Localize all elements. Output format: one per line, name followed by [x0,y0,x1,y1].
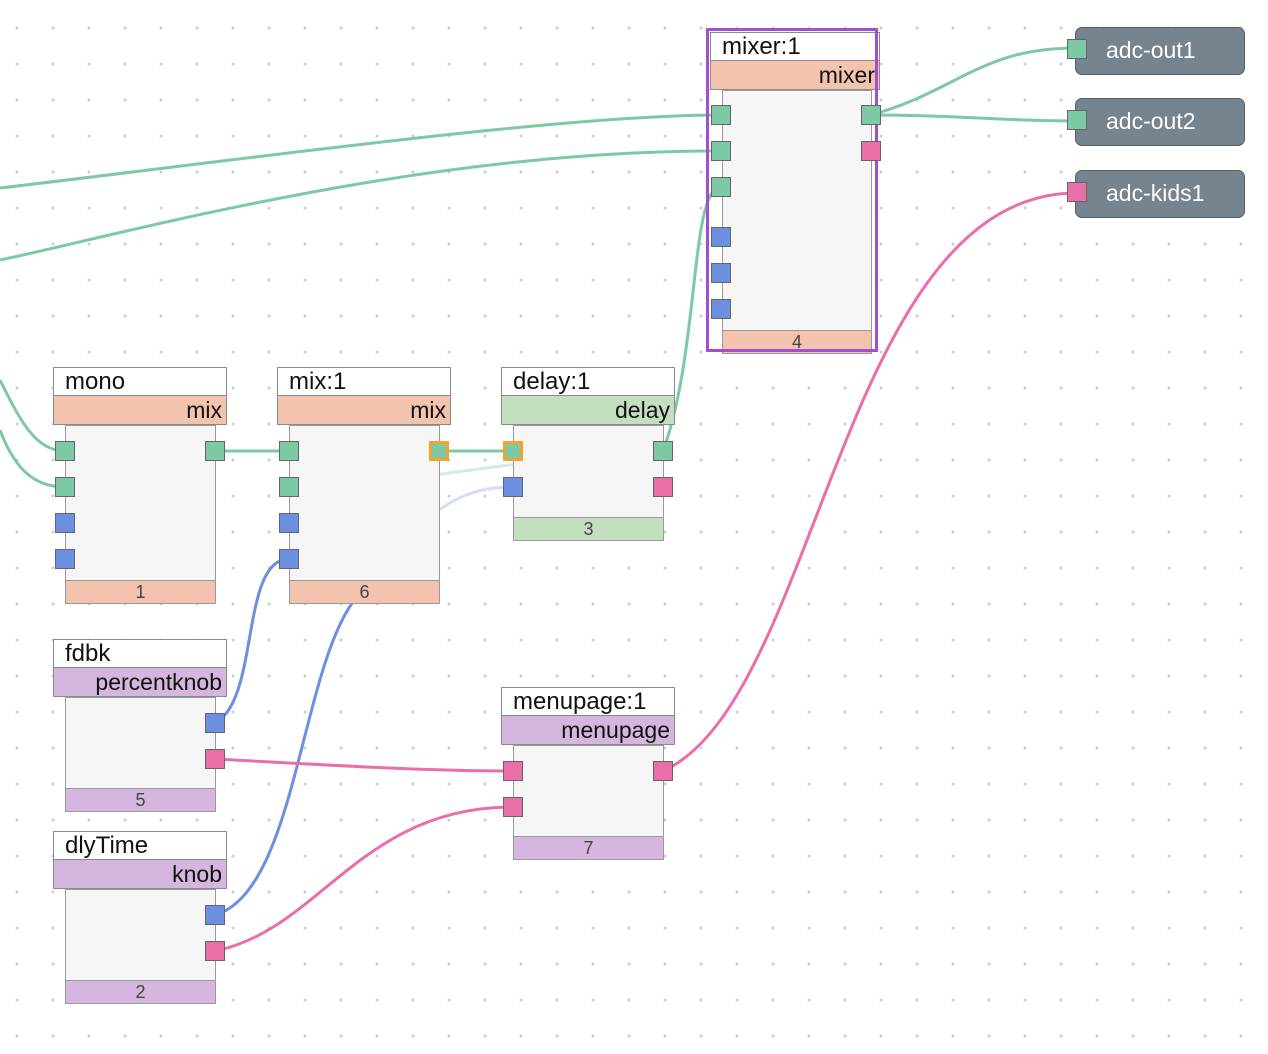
node-body [513,745,664,836]
input-port[interactable] [711,263,731,283]
wire-offscreen-to-mixer-in2[interactable] [0,149,722,262]
output-port-selected[interactable] [429,441,449,461]
node-body [513,425,664,517]
wire-mixer-out-to-adc-out1[interactable] [870,46,1078,117]
input-port[interactable] [711,105,731,125]
output-port[interactable] [205,941,225,961]
node-body [722,90,872,330]
input-port-selected[interactable] [503,441,523,461]
input-port[interactable] [55,441,75,461]
output-port[interactable] [653,477,673,497]
node-body [65,889,216,980]
node-title[interactable]: delay:1 [501,367,675,395]
output-port[interactable] [653,441,673,461]
node-body [65,697,216,788]
wire-menupage-to-adc-kids1[interactable] [662,191,1078,773]
output-node-label: adc-out1 [1106,37,1196,63]
input-port[interactable] [1067,110,1087,130]
input-port[interactable] [55,513,75,533]
wire-dlytime-to-delay-time[interactable] [214,588,365,917]
output-node-adc-out2[interactable]: adc-out2 [1067,98,1245,146]
input-port[interactable] [55,477,75,497]
node-title[interactable]: menupage:1 [501,687,675,715]
input-port[interactable] [279,441,299,461]
output-node-adc-out1[interactable]: adc-out1 [1067,27,1245,75]
node-title[interactable]: mixer:1 [710,32,880,60]
output-port[interactable] [861,105,881,125]
output-node-adc-kids1[interactable]: adc-kids1 [1067,170,1245,218]
input-port[interactable] [1067,39,1087,59]
node-type: delay [501,395,675,425]
node-index: 7 [513,836,664,860]
node-title[interactable]: fdbk [53,639,227,667]
node-index: 5 [65,788,216,812]
input-port[interactable] [711,141,731,161]
node-type: knob [53,859,227,889]
node-body [289,425,440,580]
node-index: 2 [65,980,216,1004]
input-port[interactable] [711,227,731,247]
input-port[interactable] [503,761,523,781]
output-port[interactable] [205,905,225,925]
input-port[interactable] [279,477,299,497]
output-node-label: adc-out2 [1106,108,1196,134]
input-port[interactable] [503,797,523,817]
output-node-label: adc-kids1 [1106,180,1205,206]
input-port[interactable] [711,177,731,197]
input-port[interactable] [711,299,731,319]
input-port[interactable] [279,513,299,533]
output-port[interactable] [205,749,225,769]
output-port[interactable] [205,713,225,733]
node-title[interactable]: mix:1 [277,367,451,395]
output-port[interactable] [653,761,673,781]
input-port[interactable] [1067,182,1087,202]
node-type: menupage [501,715,675,745]
node-index: 6 [289,580,440,604]
node-type: mix [53,395,227,425]
input-port[interactable] [503,477,523,497]
output-port[interactable] [205,441,225,461]
node-index: 3 [513,517,664,541]
wire-fdbk-to-mix-level[interactable] [214,557,290,725]
node-type: mix [277,395,451,425]
wire-mixer-out-to-adc-out2[interactable] [870,113,1078,123]
wire-fdbk-to-menupage[interactable] [214,757,514,773]
input-port[interactable] [279,549,299,569]
wire-dlytime-to-menupage[interactable] [214,805,514,953]
node-title[interactable]: dlyTime [53,831,227,859]
input-port[interactable] [55,549,75,569]
output-port[interactable] [861,141,881,161]
node-type: mixer [710,60,880,90]
node-title[interactable]: mono [53,367,227,395]
node-body [65,425,216,580]
node-index: 4 [722,330,872,354]
wire-offscreen-to-mixer-in1[interactable] [0,113,722,190]
node-index: 1 [65,580,216,604]
wire-delay-out-to-mixer-in3[interactable] [661,185,722,452]
node-type: percentknob [53,667,227,697]
